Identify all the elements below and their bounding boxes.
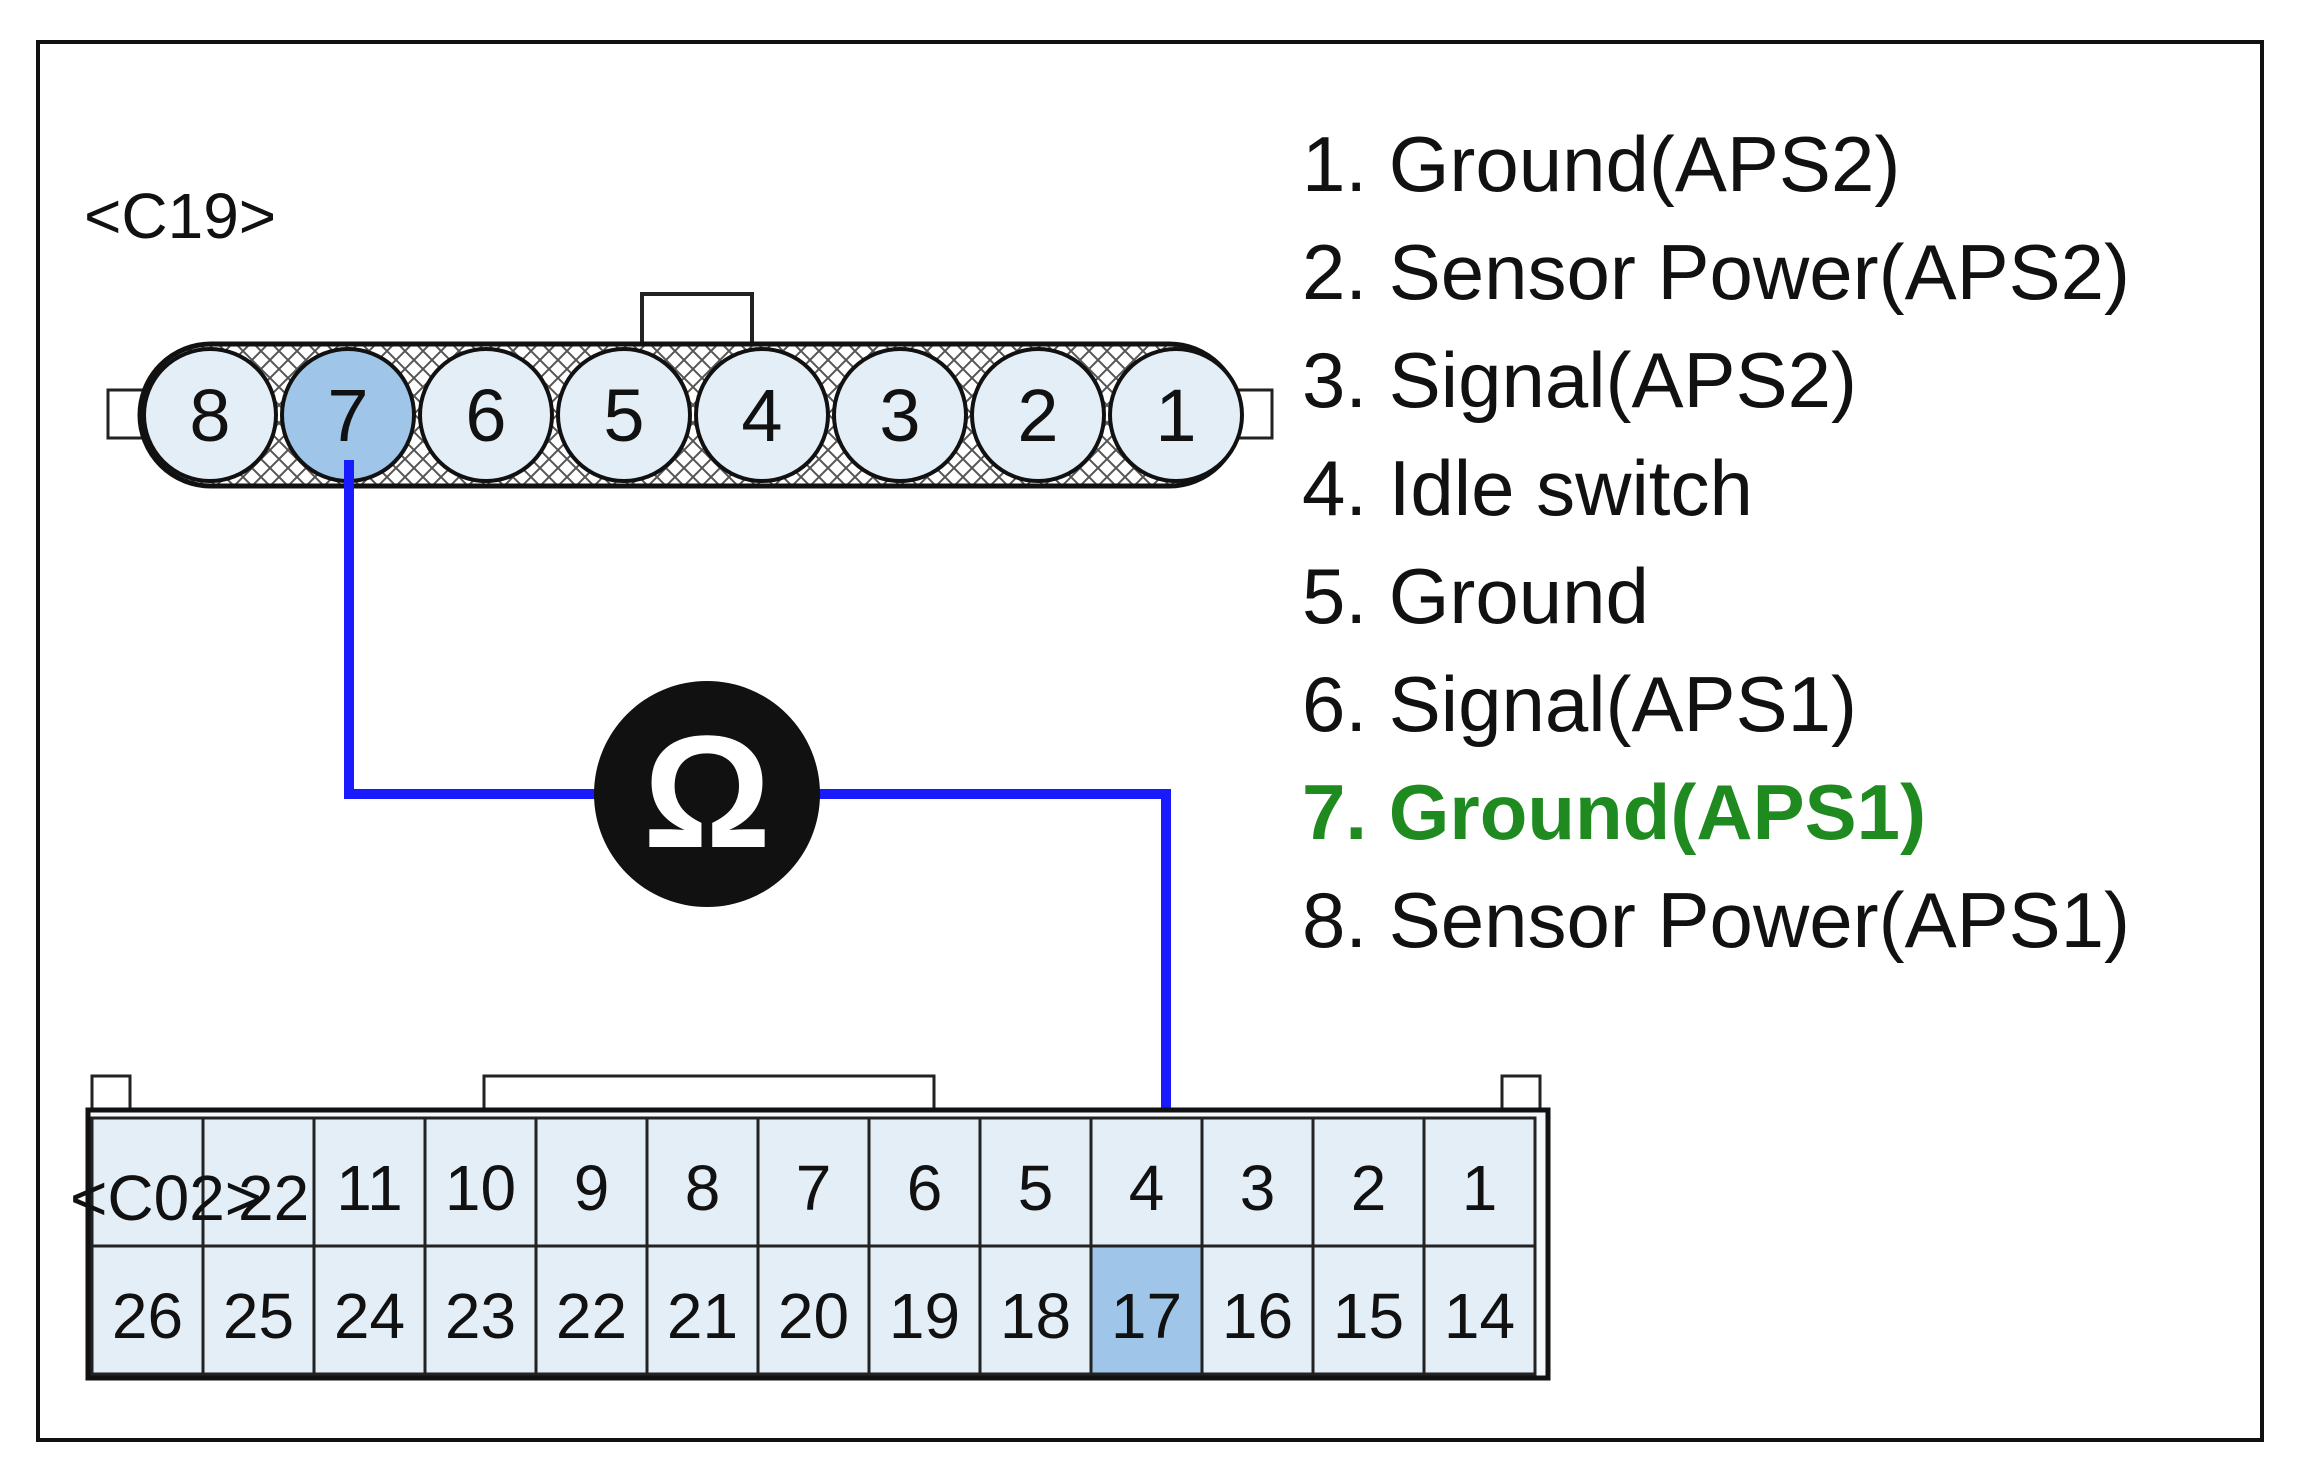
c02-pin-label-3-top: 3 — [1240, 1152, 1276, 1224]
c02-pin-label-20-bottom: 20 — [778, 1280, 849, 1352]
legend-item: 4. Idle switch — [1302, 444, 1753, 532]
c02-pin-label-9-top: 9 — [574, 1152, 610, 1224]
c02-pin-label-10-top: 10 — [445, 1152, 516, 1224]
c19-pin-label-1: 1 — [1155, 374, 1196, 457]
c02-pin-label-6-top: 6 — [907, 1152, 943, 1224]
c02-pin-label-15-bottom: 15 — [1333, 1280, 1404, 1352]
c02-empty-cell — [201, 1116, 316, 1248]
c19-pin-label-6: 6 — [465, 374, 506, 457]
c02-pin-18-bottom — [978, 1244, 1093, 1376]
c02-pin-14-bottom — [1422, 1244, 1537, 1376]
c19-pin-label-5: 5 — [603, 374, 644, 457]
c02-pin-label-19-bottom: 19 — [889, 1280, 960, 1352]
c02-corner-post-left — [90, 1074, 132, 1114]
c02-pin-label-26-bottom: 26 — [112, 1280, 183, 1352]
c19-pin-label-8: 8 — [189, 374, 230, 457]
diagram-frame — [36, 40, 2264, 1442]
c02-bottom-row: 26 25 24 23 22 21 20 19 18 17 16 15 14 — [90, 1244, 1537, 1376]
c02-pin-22-bottom — [534, 1244, 649, 1376]
c02-pin-label-5-top: 5 — [1018, 1152, 1054, 1224]
c19-pin-3 — [832, 347, 968, 483]
c19-locking-tab — [640, 292, 754, 346]
c02-pin-20-bottom — [756, 1244, 871, 1376]
legend-item: 2. Sensor Power(APS2) — [1302, 228, 2131, 316]
c19-pin-1 — [1108, 347, 1244, 483]
c19-pin-label-7: 7 — [327, 374, 368, 457]
c19-pin-5 — [556, 347, 692, 483]
c02-pin-23-bottom — [423, 1244, 538, 1376]
c02-pin-label-16-bottom: 16 — [1222, 1280, 1293, 1352]
c02-pin-16-bottom — [1200, 1244, 1315, 1376]
c02-pin-8-top — [645, 1116, 760, 1248]
c02-top-row: 11 10 9 8 7 6 5 4 3 2 1 — [90, 1116, 1537, 1248]
c02-pin-label-18-bottom: 18 — [1000, 1280, 1071, 1352]
c19-pin-4 — [694, 347, 830, 483]
c02-empty-cell — [90, 1116, 205, 1248]
c02-pin-24-bottom — [312, 1244, 427, 1376]
legend-item: 3. Signal(APS2) — [1302, 336, 1857, 424]
c19-pin-label-4: 4 — [741, 374, 782, 457]
c02-pin-label-23-bottom: 23 — [445, 1280, 516, 1352]
c19-pin-2 — [970, 347, 1106, 483]
c02-pin-21-bottom — [645, 1244, 760, 1376]
c02-corner-post-right — [1500, 1074, 1542, 1114]
c19-pin-6 — [418, 347, 554, 483]
c02-top-latch — [482, 1074, 936, 1112]
c02-pin-label-7-top: 7 — [796, 1152, 832, 1224]
legend-item: 5. Ground — [1302, 552, 1649, 640]
c02-pin-label-8-top: 8 — [685, 1152, 721, 1224]
c02-pin-label-1-top: 1 — [1462, 1152, 1498, 1224]
ohmmeter: Ω — [594, 681, 820, 907]
c02-pin-label-2-top: 2 — [1351, 1152, 1387, 1224]
c02-pin-19-bottom — [867, 1244, 982, 1376]
c02-pin-label-14-bottom: 14 — [1444, 1280, 1515, 1352]
legend-item: 8. Sensor Power(APS1) — [1302, 876, 2131, 964]
c02-pin-26-bottom — [90, 1244, 205, 1376]
c19-pin-label-3: 3 — [879, 374, 920, 457]
c02-pin-label-24-bottom: 24 — [334, 1280, 405, 1352]
c02-pin-4-top — [1089, 1116, 1204, 1248]
legend-item: 7. Ground(APS1) — [1302, 768, 1927, 856]
test-wire-c19 — [344, 460, 600, 799]
legend-item: 1. Ground(APS2) — [1302, 120, 1901, 208]
c02-pin-2-top — [1311, 1116, 1426, 1248]
ohm-icon: Ω — [643, 702, 771, 881]
c19-connector-label: <C19> — [84, 180, 276, 252]
c19-pin-label-2: 2 — [1017, 374, 1058, 457]
c19-pins: 8 7 6 5 4 3 2 1 — [142, 347, 1244, 483]
ohmmeter-body — [594, 681, 820, 907]
pin-legend: 1. Ground(APS2) 2. Sensor Power(APS2) 3. S… — [1302, 110, 2262, 974]
c02-pin-1-top — [1422, 1116, 1537, 1248]
c02-pin-label-22-bottom: 22 — [556, 1280, 627, 1352]
c02-pin-label-21-bottom: 21 — [667, 1280, 738, 1352]
c19-pin-8 — [142, 347, 278, 483]
legend-item: 6. Signal(APS1) — [1302, 660, 1857, 748]
c02-pin-label-11-top: 11 — [336, 1152, 402, 1224]
c02-connector-label: <C02> — [70, 1162, 262, 1234]
c02-overlap-label: 22 — [238, 1162, 309, 1234]
c02-pin-label-25-bottom: 25 — [223, 1280, 294, 1352]
c02-pin-label-17-bottom: 17 — [1111, 1280, 1182, 1352]
c02-pin-25-bottom — [201, 1244, 316, 1376]
c02-pin-label-4-top: 4 — [1129, 1152, 1165, 1224]
c19-connector: 8 7 6 5 4 3 2 1 — [106, 292, 1274, 489]
